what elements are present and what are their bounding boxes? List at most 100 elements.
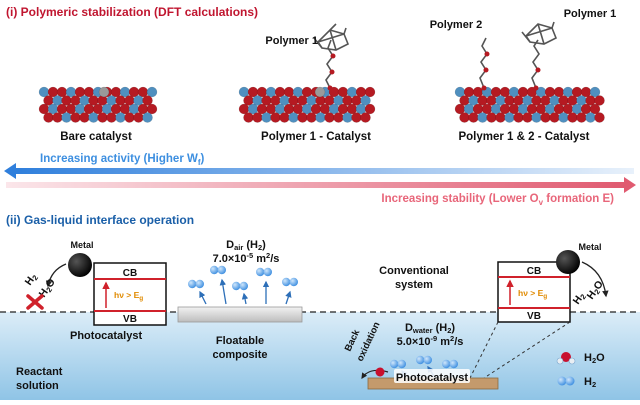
section-2-title: (ii) Gas-liquid interface operation [6,213,194,227]
atom [504,112,515,123]
atom [142,95,153,106]
atom [70,112,81,123]
atom [306,112,317,123]
h2o-molecules-water [375,367,385,377]
polymer1-catalyst-slab [238,86,376,123]
polymer1-chain-middle [313,23,350,91]
reactant-label: Reactant [16,366,63,378]
diffusion-arrow [241,292,249,305]
h2-label-right: H2 [571,290,588,307]
atom [97,112,108,123]
atom [477,112,488,123]
atom [558,112,569,123]
atom [549,112,560,123]
h2-atom [449,359,458,369]
metal-sphere-right [556,250,580,274]
atom [342,112,353,123]
atom [115,112,126,123]
atom [576,112,587,123]
atom [360,95,371,106]
d-water-value: 5.0×10-9 m2/s [397,334,464,348]
h2-atom [217,265,226,275]
atom [522,112,533,123]
legend-h2o-icon [556,352,576,365]
activity-label: Increasing activity (Higher Wf) [40,153,205,167]
atom [243,112,254,123]
band-diagram-left [93,262,167,326]
atom [315,112,326,123]
atom [261,112,272,123]
vb-label-left: VB [123,314,137,325]
atom [270,112,281,123]
bare-catalyst-slab [38,86,158,123]
stability-label: Increasing stability (Lower Ov formation… [381,193,614,207]
h2-atom [263,267,272,277]
atom [324,112,335,123]
polymer12-catalyst-label: Polymer 1 & 2 - Catalyst [458,131,589,143]
atom [52,112,63,123]
atom [333,112,344,123]
h2o-oxygen [375,367,385,377]
atom [279,112,290,123]
h2-atom [239,281,248,291]
atom [594,95,605,106]
diffusion-arrow [219,278,227,305]
polymer-chains-right [479,21,558,91]
atom [106,112,117,123]
blocked-cross-icon [26,294,44,310]
h2-molecules-air [188,265,298,305]
polymer1-catalyst-label: Polymer 1 - Catalyst [261,131,371,143]
d-air-value: 7.0×10-5 m2/s [213,251,280,265]
metal-label-right: Metal [578,242,601,252]
composite-label: composite [212,349,267,361]
atom [43,112,54,123]
bare-catalyst-label: Bare catalyst [60,131,132,143]
legend-h2o-label: H2O [584,352,605,365]
atom [61,112,72,123]
atom [589,86,601,98]
h2o-label-right: H2O [585,279,607,303]
polymer2-tag: Polymer 2 [430,19,483,31]
diffusion-arrow [285,290,292,305]
cb-label-right: CB [527,266,541,277]
atom [351,112,362,123]
band-diagram-right [497,261,571,323]
activity-arrow [4,163,634,179]
atom [88,112,99,123]
atom [142,112,153,123]
h2-atom [397,359,406,369]
polymer12-catalyst-slab [454,86,605,123]
d-air-label: Dair (H2) [226,239,266,252]
atom [124,112,135,123]
h2-atom [282,277,291,287]
photocatalyst-label-bg [394,369,470,383]
atom [364,86,376,98]
photocatalyst-label-left: Photocatalyst [70,330,142,342]
hv-label-left: hν > Eg [114,290,143,302]
h2-label-left: H2 [23,271,40,288]
atom [146,103,158,115]
atom [531,112,542,123]
h2-atom [256,267,265,277]
arrow-left-metal [45,263,67,288]
solution-label: solution [16,380,59,392]
atom [133,112,144,123]
atom [468,112,479,123]
legend-h2-icon [557,376,575,386]
section-1-title: (i) Polymeric stabilization (DFT calcula… [6,5,258,19]
floatable-composite-plate [177,306,303,323]
atom [364,103,376,115]
back-oxidation-arrow [361,369,389,379]
d-water-label: Dwater (H2) [405,322,455,335]
atom [594,112,605,123]
photocatalyst-label-right: Photocatalyst [396,372,468,384]
polymer1-tag-middle: Polymer 1 [265,35,318,47]
guide-line-right [483,321,571,379]
atom [288,112,299,123]
reactant-water [0,312,640,400]
atom-gray [314,86,326,98]
h2-atom [390,359,399,369]
atom [540,112,551,123]
